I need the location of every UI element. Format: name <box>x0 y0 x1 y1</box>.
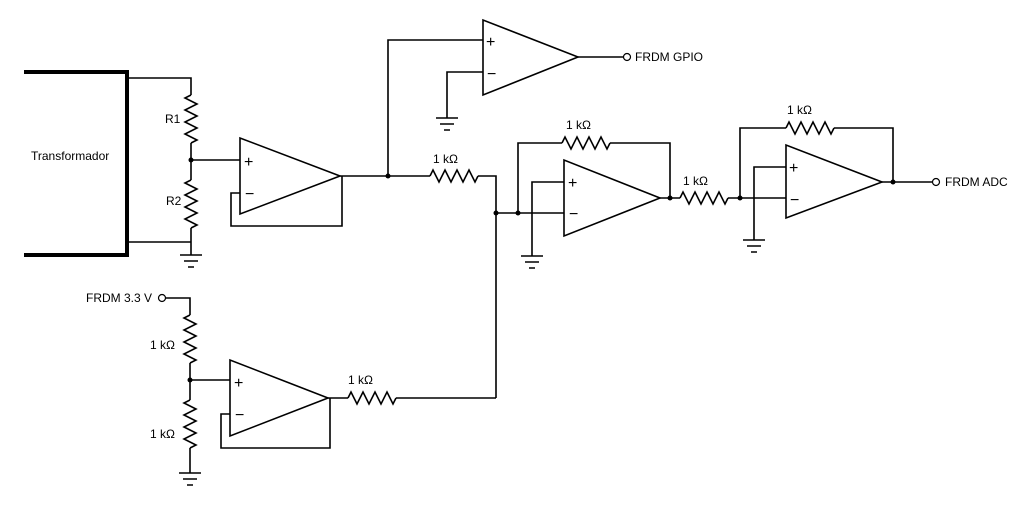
wire-buffer1-feedback <box>230 176 343 227</box>
resistor-inverter-input: 1 kΩ <box>679 174 729 206</box>
ground-symbol <box>179 472 201 486</box>
res-div-bot-label: 1 kΩ <box>150 427 175 441</box>
res-inv-in-label: 1 kΩ <box>683 174 708 188</box>
res-sum-fb-label: 1 kΩ <box>566 118 591 132</box>
junction-inverter-out <box>890 179 896 185</box>
wire-sum-in1-to-node <box>478 175 497 398</box>
r2-label: R2 <box>166 194 182 208</box>
minus-sign: − <box>245 186 254 203</box>
frdm-3v3-label: FRDM 3.3 V <box>86 291 152 305</box>
resistor-sum-input-2: 1 kΩ <box>347 373 397 406</box>
plus-sign: + <box>486 34 495 51</box>
opamp-buffer-signal: + − <box>239 136 343 216</box>
res-inv-fb-label: 1 kΩ <box>787 103 812 117</box>
terminal-frdm-gpio <box>622 52 632 62</box>
minus-sign: − <box>790 192 799 209</box>
plus-sign: + <box>568 175 577 192</box>
resistor-sum-feedback: 1 kΩ <box>561 118 611 151</box>
opamp-summing: + − <box>563 158 663 238</box>
resistor-divider-bottom: 1 kΩ <box>150 380 198 473</box>
minus-sign: − <box>235 407 244 424</box>
transformer-label: Transformador <box>31 149 109 163</box>
ground-symbol <box>180 254 202 268</box>
resistor-divider-top: 1 kΩ <box>150 314 198 380</box>
resistor-inverter-feedback: 1 kΩ <box>785 103 835 136</box>
ground-symbol <box>436 117 458 131</box>
ground-symbol <box>521 255 543 269</box>
frdm-gpio-label: FRDM GPIO <box>635 50 703 64</box>
ground-symbol <box>743 239 765 253</box>
terminal-frdm-adc <box>931 177 941 187</box>
resistor-r2: R2 <box>166 160 199 255</box>
resistor-sum-input-1: 1 kΩ <box>429 152 479 184</box>
wire-3v3 <box>166 297 191 315</box>
wire-comparator-minus-ground <box>446 71 483 118</box>
wire-summing-plus-ground <box>531 181 564 256</box>
plus-sign: + <box>234 375 243 392</box>
junction-summing-out <box>667 195 673 201</box>
terminal-frdm-3v3 <box>157 293 167 303</box>
wire-sum-feedback-left <box>517 142 562 213</box>
plus-sign: + <box>789 160 798 177</box>
opamp-comparator: + − <box>482 18 581 97</box>
res-sum-in2-label: 1 kΩ <box>348 373 373 387</box>
wire-sum-feedback-right <box>610 142 671 198</box>
wire-buffer2-feedback <box>220 398 331 449</box>
res-sum-in1-label: 1 kΩ <box>433 152 458 166</box>
minus-sign: − <box>569 206 578 223</box>
wire-transformer-top <box>127 77 192 95</box>
wire-inverter-feedback-left <box>739 127 786 198</box>
wire-to-comparator <box>387 39 483 176</box>
transformer: Transformador <box>24 70 129 257</box>
plus-sign: + <box>244 154 253 171</box>
opamp-buffer-offset: + − <box>229 358 331 438</box>
resistor-r1: R1 <box>165 94 199 160</box>
r1-label: R1 <box>165 112 181 126</box>
frdm-adc-label: FRDM ADC <box>945 175 1008 189</box>
wire-inverter-plus-ground <box>753 166 786 240</box>
minus-sign: − <box>487 66 496 83</box>
opamp-inverter: + − <box>785 143 885 220</box>
wire-inverter-feedback-right <box>834 127 894 182</box>
res-div-top-label: 1 kΩ <box>150 338 175 352</box>
